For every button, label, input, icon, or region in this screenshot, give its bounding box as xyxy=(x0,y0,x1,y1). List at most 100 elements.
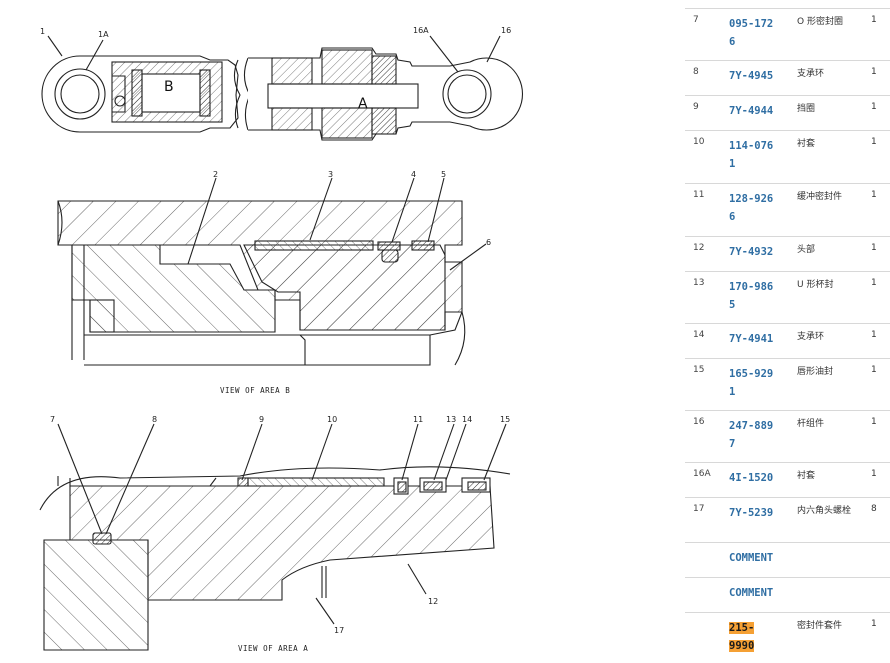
parts-row: 15 165-9291 唇形油封 1 xyxy=(685,359,890,411)
part-quantity: 1 xyxy=(871,67,877,77)
comment-link[interactable]: COMMENT xyxy=(729,587,774,599)
part-description: 内六角头螺栓 xyxy=(797,506,852,516)
part-description: 缓冲密封件 xyxy=(797,192,843,202)
cylinder-overview xyxy=(41,35,524,141)
callout-1: 1 xyxy=(40,27,45,36)
part-quantity: 1 xyxy=(871,417,877,427)
part-description: 唇形油封 xyxy=(797,367,834,377)
part-number-link[interactable]: 114-0761 xyxy=(729,140,774,170)
kit-description: 密封件套件 xyxy=(797,621,843,631)
part-quantity: 1 xyxy=(871,330,877,340)
callout-11: 11 xyxy=(413,415,423,424)
part-description: 支承环 xyxy=(797,69,825,79)
kit-quantity: 1 xyxy=(871,619,877,629)
caption-area-a: VIEW OF AREA A xyxy=(238,644,308,652)
item-number: 17 xyxy=(693,504,705,514)
part-number-link[interactable]: 7Y-5239 xyxy=(729,507,774,519)
callout-14: 14 xyxy=(462,415,472,424)
callout-13: 13 xyxy=(446,415,456,424)
area-a-section xyxy=(39,423,511,651)
part-description: U 形杯封 xyxy=(797,280,834,290)
item-number: 14 xyxy=(693,330,705,340)
part-number-link[interactable]: 170-9865 xyxy=(729,281,774,311)
area-b-section xyxy=(57,177,487,366)
right-eye-bore xyxy=(447,74,487,114)
parts-row: 11 128-9266 缓冲密封件 1 xyxy=(685,184,890,237)
callout-16: 16 xyxy=(501,26,511,35)
item-number: 11 xyxy=(693,190,705,200)
part-number-link[interactable]: 128-9266 xyxy=(729,193,774,223)
part-number-link[interactable]: 4I-1520 xyxy=(729,472,774,484)
part-quantity: 1 xyxy=(871,190,877,200)
part-quantity: 1 xyxy=(871,102,877,112)
parts-row: 7 095-1726 O 形密封圈 1 xyxy=(685,8,890,61)
part-quantity: 1 xyxy=(871,15,877,25)
callout-3: 3 xyxy=(328,170,333,179)
part-quantity: 1 xyxy=(871,278,877,288)
part-description: 头部 xyxy=(797,245,816,255)
callout-9: 9 xyxy=(259,415,264,424)
part-description: O 形密封圈 xyxy=(797,17,843,27)
kit-part-number-link[interactable]: 215- 9990 xyxy=(729,619,777,655)
area-b-letter: B xyxy=(164,79,174,95)
item-number: 9 xyxy=(693,102,699,112)
parts-list: 7 095-1726 O 形密封圈 1 8 7Y-4945 支承环 1 9 7Y… xyxy=(685,8,890,663)
callout-5: 5 xyxy=(441,170,446,179)
item-number: 15 xyxy=(693,365,705,375)
callout-7: 7 xyxy=(50,415,55,424)
item-number: 8 xyxy=(693,67,699,77)
item-number: 13 xyxy=(693,278,705,288)
comment-row: COMMENT xyxy=(685,543,890,578)
kit-part-line1: 215- xyxy=(729,622,755,634)
area-a-letter: A xyxy=(358,96,368,112)
part-number-link[interactable]: 7Y-4945 xyxy=(729,70,774,82)
callout-16a: 16A xyxy=(413,26,429,35)
part-description: 衬套 xyxy=(797,139,816,149)
part-number-link[interactable]: 095-1726 xyxy=(729,18,774,48)
left-eye-outer xyxy=(54,68,106,120)
part-number-link[interactable]: 247-8897 xyxy=(729,420,774,450)
callout-12: 12 xyxy=(428,597,438,606)
callout-1a: 1A xyxy=(98,30,109,39)
parts-row: 16 247-8897 杆组件 1 xyxy=(685,411,890,463)
callout-4: 4 xyxy=(411,170,416,179)
kit-part-line2: 9990 xyxy=(729,640,755,652)
parts-row: 10 114-0761 衬套 1 xyxy=(685,131,890,184)
left-eye-bore xyxy=(60,74,100,114)
callout-8: 8 xyxy=(152,415,157,424)
cylinder-seal-diagram: 1 1A 16A 16 B A 2 3 4 5 6 VIEW OF AREA B xyxy=(39,26,524,652)
part-description: 支承环 xyxy=(797,332,825,342)
part-number-link[interactable]: 7Y-4944 xyxy=(729,105,774,117)
part-quantity: 1 xyxy=(871,243,877,253)
comment-row: COMMENT xyxy=(685,578,890,613)
part-number-link[interactable]: 7Y-4932 xyxy=(729,246,774,258)
parts-row: 17 7Y-5239 内六角头螺栓 8 xyxy=(685,498,890,543)
part-quantity: 1 xyxy=(871,469,877,479)
right-eye-outer xyxy=(442,69,492,119)
callout-10: 10 xyxy=(327,415,337,424)
caption-area-b: VIEW OF AREA B xyxy=(220,386,290,395)
part-description: 衬套 xyxy=(797,471,816,481)
parts-row: 14 7Y-4941 支承环 1 xyxy=(685,324,890,359)
parts-row: 16A 4I-1520 衬套 1 xyxy=(685,463,890,498)
callout-17: 17 xyxy=(334,626,344,635)
callout-2: 2 xyxy=(213,170,218,179)
kit-row: 215- 9990 密封件套件 1 xyxy=(685,613,890,663)
item-number: 12 xyxy=(693,243,705,253)
part-quantity: 1 xyxy=(871,365,877,375)
part-description: 杆组件 xyxy=(797,419,825,429)
parts-row: 9 7Y-4944 挡圈 1 xyxy=(685,96,890,131)
part-quantity: 8 xyxy=(871,504,877,514)
parts-row: 12 7Y-4932 头部 1 xyxy=(685,237,890,272)
item-number: 7 xyxy=(693,15,699,25)
callout-15: 15 xyxy=(500,415,510,424)
callout-6: 6 xyxy=(486,238,491,247)
part-quantity: 1 xyxy=(871,137,877,147)
item-number: 10 xyxy=(693,137,705,147)
part-description: 挡圈 xyxy=(797,104,816,114)
item-number: 16 xyxy=(693,417,705,427)
part-number-link[interactable]: 7Y-4941 xyxy=(729,333,774,345)
comment-link[interactable]: COMMENT xyxy=(729,552,774,564)
parts-row: 8 7Y-4945 支承环 1 xyxy=(685,61,890,96)
part-number-link[interactable]: 165-9291 xyxy=(729,368,774,398)
